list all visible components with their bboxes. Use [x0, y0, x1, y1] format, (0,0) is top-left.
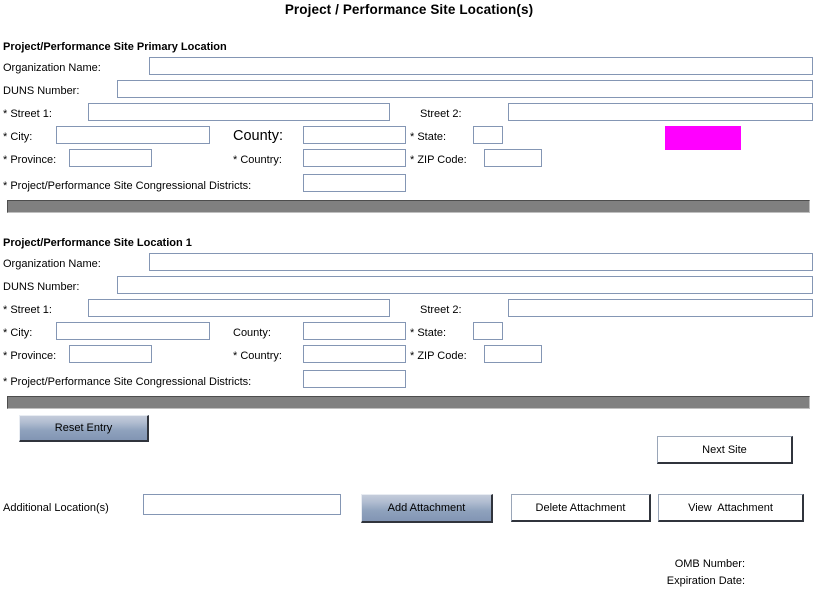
state-highlight-block [665, 126, 741, 150]
label-street2-primary: Street 2: [420, 108, 462, 120]
label-city-primary: * City: [3, 131, 33, 143]
input-congressional-districts-location1[interactable] [303, 370, 406, 388]
input-province-primary[interactable] [69, 149, 152, 167]
label-zip-location1: * ZIP Code: [410, 350, 467, 362]
label-country-primary: * Country: [233, 154, 282, 166]
label-organization-name-primary: Organization Name: [3, 62, 101, 74]
input-congressional-districts-primary[interactable] [303, 174, 406, 192]
input-duns-number-location1[interactable] [117, 276, 813, 294]
label-street1-location1: * Street 1: [3, 304, 52, 316]
input-state-primary[interactable] [473, 126, 503, 144]
label-street2-location1: Street 2: [420, 304, 462, 316]
input-county-primary[interactable] [303, 126, 406, 144]
label-duns-number-primary: DUNS Number: [3, 85, 80, 97]
input-street2-location1[interactable] [508, 299, 813, 317]
input-country-location1[interactable] [303, 345, 406, 363]
page-title: Project / Performance Site Location(s) [284, 2, 534, 17]
label-county-location1: County: [233, 327, 271, 339]
input-zip-primary[interactable] [484, 149, 542, 167]
label-congressional-districts-primary: * Project/Performance Site Congressional… [3, 180, 252, 192]
input-zip-location1[interactable] [484, 345, 542, 363]
input-street2-primary[interactable] [508, 103, 813, 121]
input-country-primary[interactable] [303, 149, 406, 167]
next-site-button[interactable]: Next Site [657, 436, 793, 464]
input-province-location1[interactable] [69, 345, 152, 363]
section-heading-location-1: Project/Performance Site Location 1 [3, 237, 192, 249]
input-state-location1[interactable] [473, 322, 503, 340]
input-street1-location1[interactable] [88, 299, 390, 317]
label-additional-locations: Additional Location(s) [3, 502, 109, 514]
input-city-location1[interactable] [56, 322, 210, 340]
section-separator-1 [7, 200, 810, 213]
label-organization-name-location1: Organization Name: [3, 258, 101, 270]
label-street1-primary: * Street 1: [3, 108, 52, 120]
label-state-location1: * State: [410, 327, 447, 339]
section-separator-2 [7, 396, 810, 409]
input-organization-name-primary[interactable] [149, 57, 813, 75]
label-state-primary: * State: [410, 131, 447, 143]
input-county-location1[interactable] [303, 322, 406, 340]
input-duns-number-primary[interactable] [117, 80, 813, 98]
label-country-location1: * Country: [233, 350, 282, 362]
label-city-location1: * City: [3, 327, 33, 339]
label-province-location1: * Province: [3, 350, 57, 362]
section-heading-primary-location: Project/Performance Site Primary Locatio… [3, 41, 227, 53]
label-county-primary: County: [233, 128, 283, 144]
add-attachment-button[interactable]: Add Attachment [361, 494, 493, 523]
label-zip-primary: * ZIP Code: [410, 154, 467, 166]
input-street1-primary[interactable] [88, 103, 390, 121]
input-city-primary[interactable] [56, 126, 210, 144]
reset-entry-button[interactable]: Reset Entry [19, 415, 149, 442]
expiration-date-label: Expiration Date: [666, 575, 745, 587]
delete-attachment-button[interactable]: Delete Attachment [511, 494, 651, 522]
input-additional-locations[interactable] [143, 494, 341, 515]
omb-number-label: OMB Number: [674, 558, 745, 570]
view-attachment-button[interactable]: View Attachment [658, 494, 804, 522]
input-organization-name-location1[interactable] [149, 253, 813, 271]
label-congressional-districts-location1: * Project/Performance Site Congressional… [3, 376, 252, 388]
label-duns-number-location1: DUNS Number: [3, 281, 80, 293]
label-province-primary: * Province: [3, 154, 57, 166]
